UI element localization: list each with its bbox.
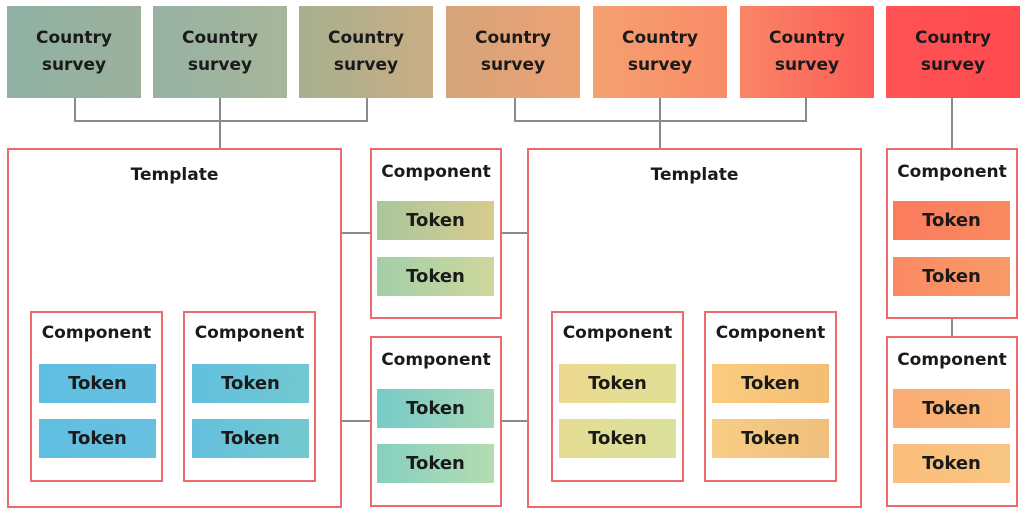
connector-survey7-to-component — [951, 98, 953, 149]
token: Token — [377, 257, 494, 296]
token: Token — [712, 419, 829, 458]
connector-template1-component-top — [341, 232, 371, 234]
token: Token — [893, 257, 1010, 296]
component-title: Component — [381, 162, 491, 182]
country-survey-2: Country survey — [153, 6, 287, 98]
component-title: Component — [715, 323, 826, 343]
token: Token — [712, 364, 829, 403]
country-survey-4: Country survey — [446, 6, 580, 98]
component-title: Component — [381, 350, 491, 370]
component-title: Component — [41, 323, 152, 343]
country-survey-7: Country survey — [886, 6, 1020, 98]
connector-component-template2-bottom — [501, 420, 529, 422]
token: Token — [893, 389, 1010, 428]
country-survey-6: Country survey — [740, 6, 874, 98]
token: Token — [39, 419, 156, 458]
token: Token — [39, 364, 156, 403]
component-title: Component — [194, 323, 305, 343]
template-title: Template — [650, 165, 739, 185]
token: Token — [192, 364, 309, 403]
token: Token — [377, 201, 494, 240]
token: Token — [893, 201, 1010, 240]
country-survey-5: Country survey — [593, 6, 727, 98]
template-title: Template — [130, 165, 219, 185]
token: Token — [559, 419, 676, 458]
connector-template1-component-bottom — [341, 420, 371, 422]
token: Token — [192, 419, 309, 458]
country-survey-1: Country survey — [7, 6, 141, 98]
component-title: Component — [562, 323, 673, 343]
country-survey-3: Country survey — [299, 6, 433, 98]
connector-survey4-drop — [514, 98, 516, 122]
connector-survey6-drop — [805, 98, 807, 122]
connector-survey1-drop — [74, 98, 76, 122]
connector-survey5-drop — [659, 98, 661, 122]
connector-right-components — [951, 318, 953, 336]
token: Token — [377, 444, 494, 483]
component-title: Component — [897, 350, 1007, 370]
connector-group1-to-template — [219, 120, 221, 149]
connector-survey3-drop — [366, 98, 368, 122]
component-title: Component — [897, 162, 1007, 182]
connector-group1-horizontal — [74, 120, 368, 122]
connector-survey2-drop — [219, 98, 221, 122]
token: Token — [893, 444, 1010, 483]
connector-component-template2-top — [501, 232, 529, 234]
connector-group2-to-template — [659, 120, 661, 149]
token: Token — [559, 364, 676, 403]
token: Token — [377, 389, 494, 428]
